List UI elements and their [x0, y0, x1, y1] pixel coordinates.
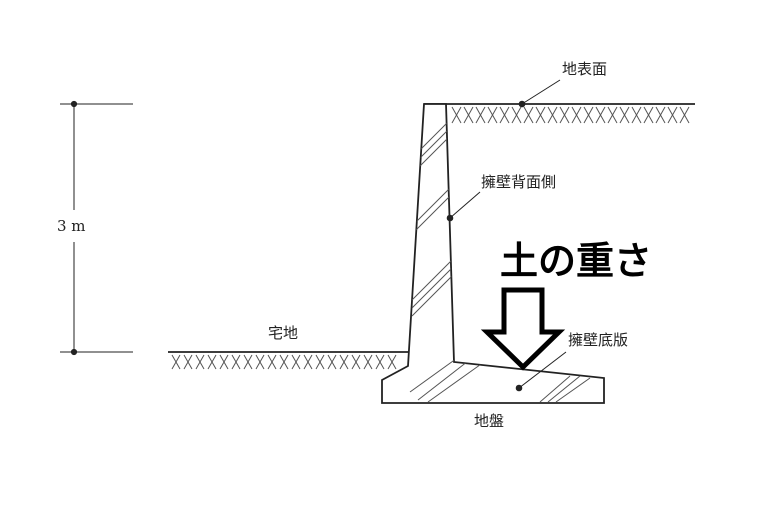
- leader-wall-base-slab: [515, 351, 567, 392]
- diagram-title: 土の重さ: [500, 239, 653, 283]
- height-dimension: [60, 100, 133, 356]
- wall-concrete-hatch: [409, 121, 591, 403]
- leader-wall-back-face: [446, 191, 481, 222]
- label-residential-land: 宅地: [268, 324, 299, 342]
- label-height: 3 m: [57, 217, 86, 235]
- label-foundation-ground: 地盤: [474, 412, 505, 430]
- weight-arrow: [480, 287, 566, 371]
- ground-surface-hatch: [451, 106, 690, 124]
- label-wall-base-slab: 擁壁底版: [568, 331, 629, 349]
- label-wall-back-face: 擁壁背面側: [481, 173, 557, 191]
- label-ground-surface: 地表面: [562, 60, 608, 78]
- leader-ground-surface: [518, 79, 561, 108]
- residential-ground-hatch: [171, 354, 397, 370]
